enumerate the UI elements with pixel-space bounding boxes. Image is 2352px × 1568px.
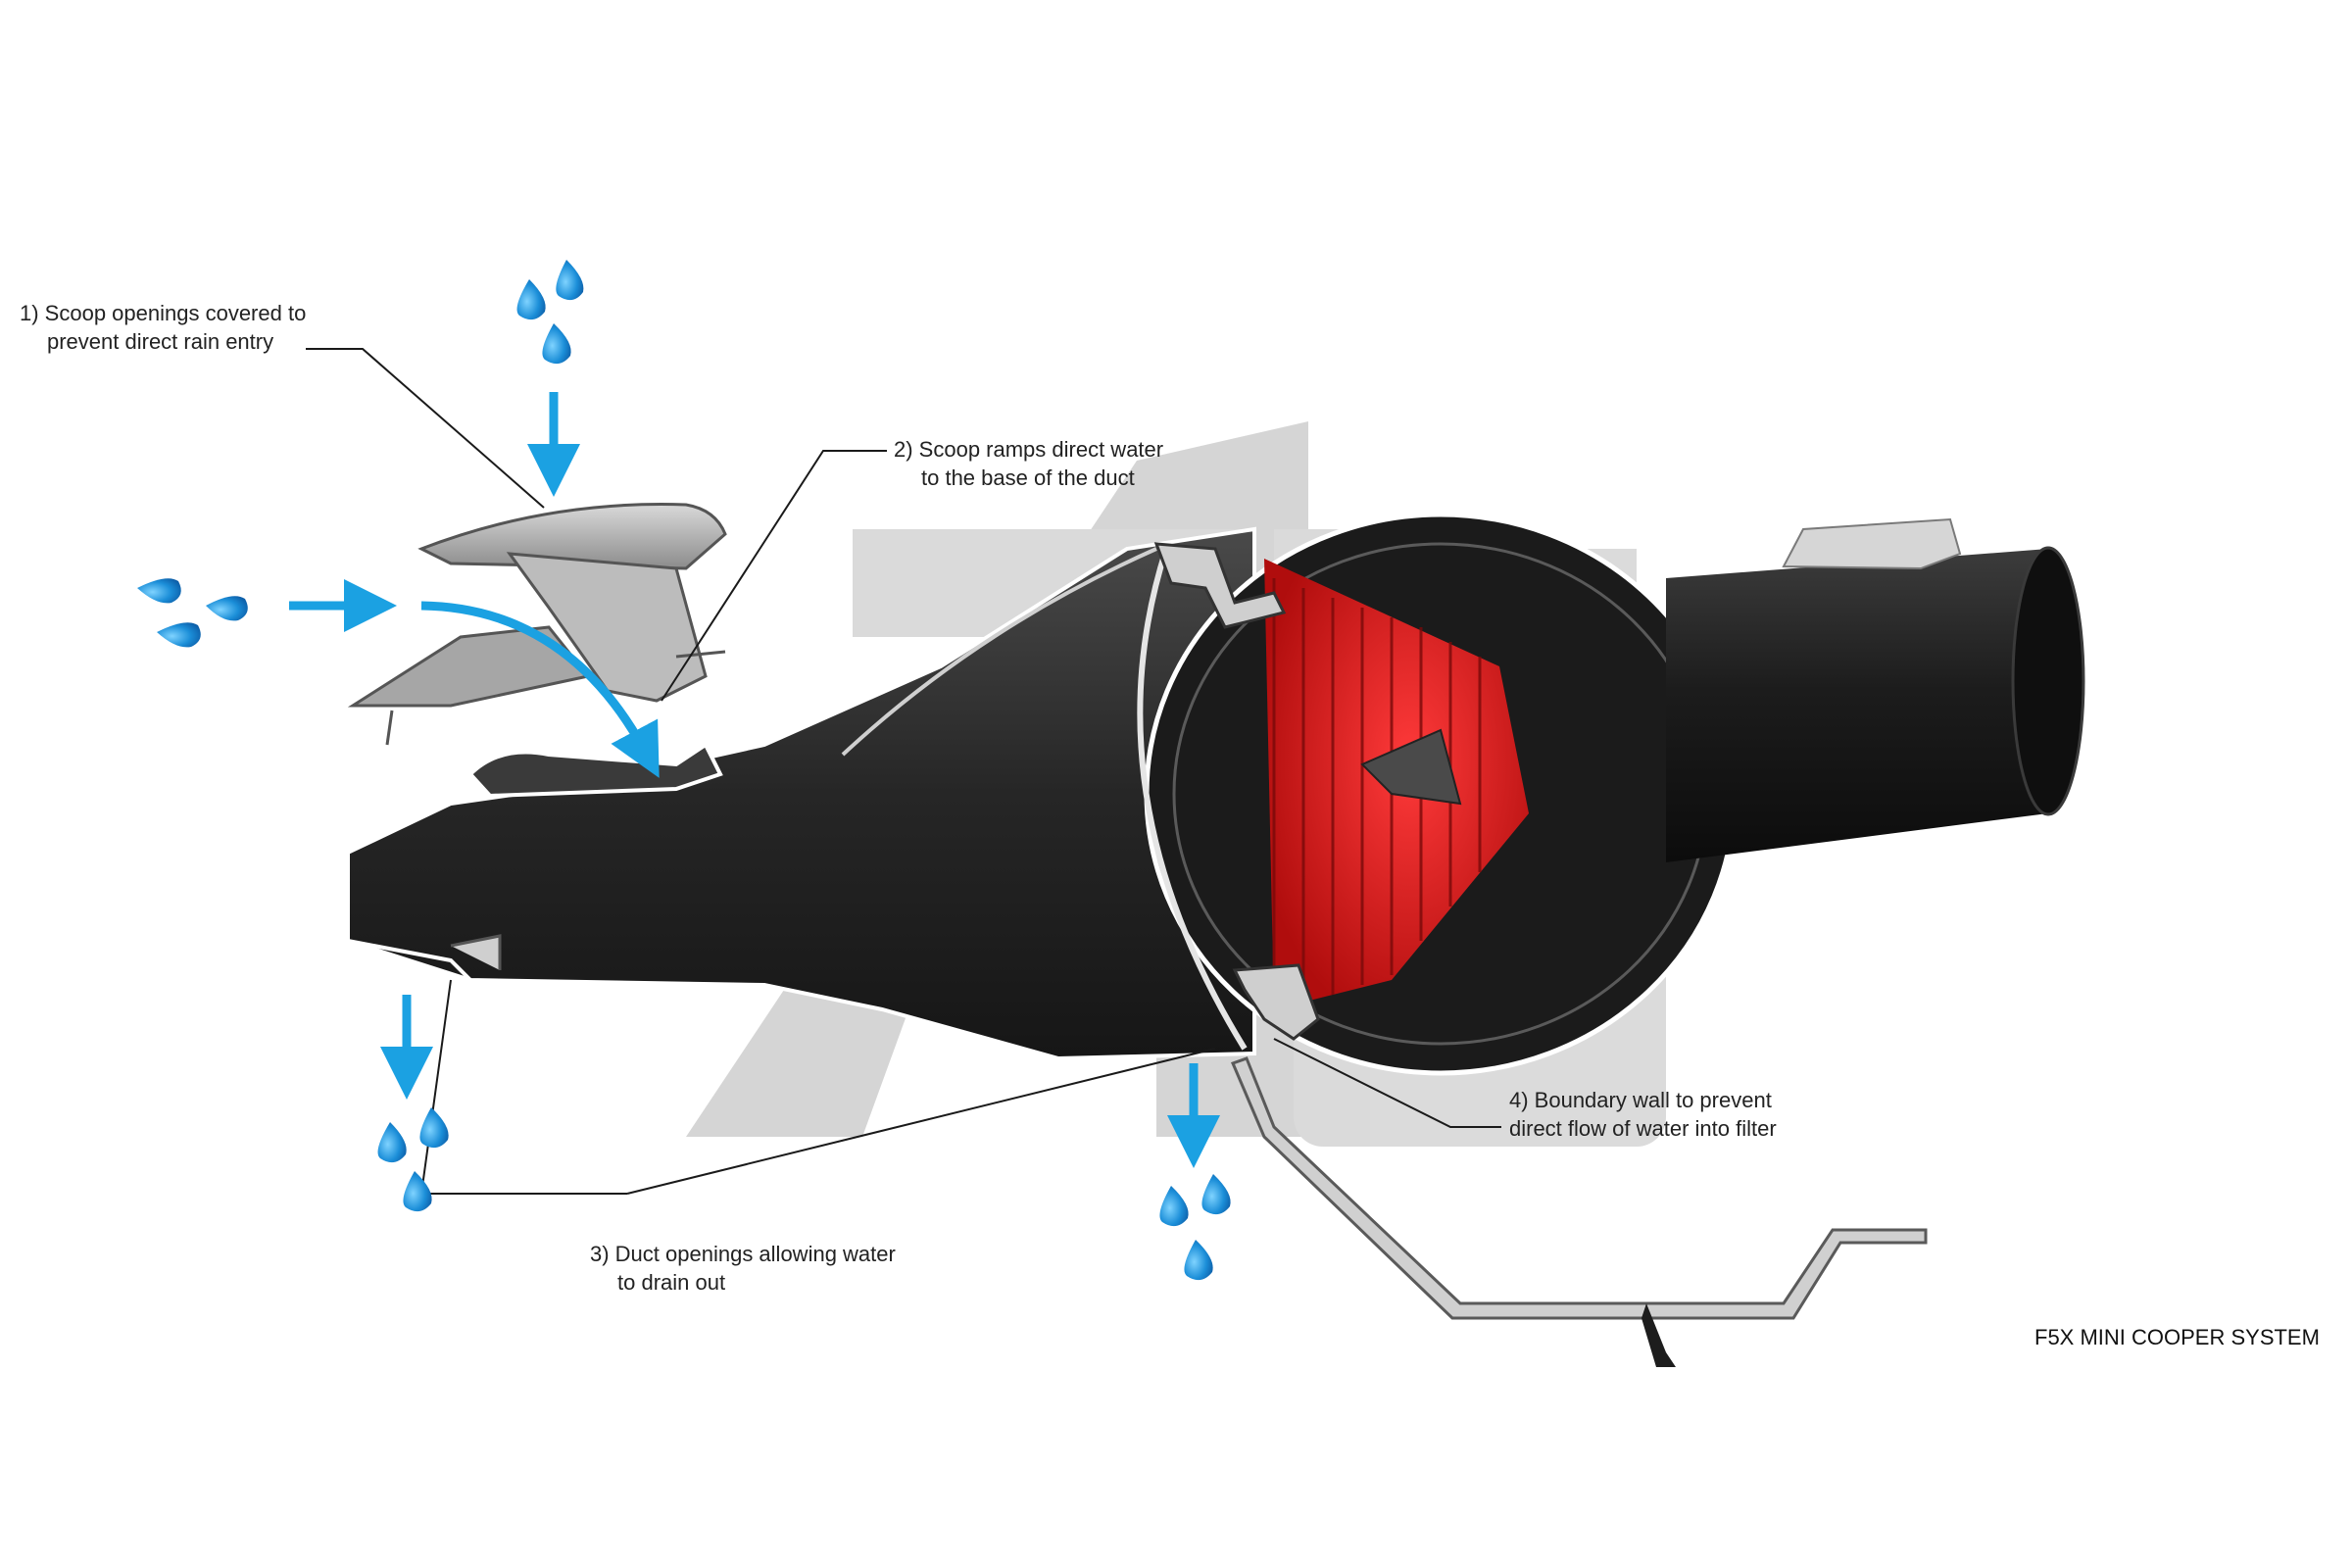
outlet-tube	[1666, 517, 2085, 862]
intake-duct	[346, 526, 1256, 1061]
droplet-icon	[1159, 1186, 1189, 1227]
water-droplets-bottom-center	[1159, 1174, 1231, 1281]
callout-4-line-1: 4) Boundary wall to prevent	[1509, 1088, 1772, 1112]
water-droplets-top	[516, 260, 584, 365]
callout-1-line-2: prevent direct rain entry	[47, 329, 274, 354]
droplet-icon	[516, 279, 546, 320]
leader-line-3a	[419, 979, 627, 1195]
droplet-icon	[157, 622, 201, 648]
callout-2-line-1: 2) Scoop ramps direct water	[894, 437, 1164, 462]
water-droplets-left	[137, 578, 248, 648]
leader-line-3b	[626, 1048, 1216, 1195]
callout-boundary-wall: 4) Boundary wall to prevent direct flow …	[1509, 1086, 1777, 1143]
water-droplets-bottom-left	[377, 1107, 449, 1212]
callout-3-line-2: to drain out	[617, 1270, 726, 1295]
droplet-icon	[1201, 1174, 1231, 1215]
callout-1-line-1: 1) Scoop openings covered to	[20, 301, 307, 325]
mounting-bracket	[1230, 1056, 1928, 1367]
leader-line-2	[661, 450, 887, 702]
cone-filter	[1264, 559, 1529, 1009]
arrow-curve-ramp	[420, 601, 660, 778]
boundary-wall-clips	[1153, 542, 1320, 1041]
leader-lines	[306, 348, 1501, 1195]
callout-3-line-1: 3) Duct openings allowing water	[590, 1242, 896, 1266]
leader-line-1	[306, 348, 545, 509]
callout-duct-openings: 3) Duct openings allowing water to drain…	[590, 1240, 896, 1297]
droplet-icon	[377, 1122, 407, 1163]
droplet-icon	[137, 578, 181, 604]
droplet-icon	[556, 260, 584, 301]
callout-scoop-openings: 1) Scoop openings covered to prevent dir…	[20, 299, 306, 356]
leader-line-4	[1273, 1038, 1501, 1128]
droplet-icon	[1184, 1240, 1213, 1281]
callout-scoop-ramps: 2) Scoop ramps direct water to the base …	[894, 435, 1163, 492]
system-label: F5X MINI COOPER SYSTEM	[2034, 1325, 2320, 1349]
droplet-icon	[542, 323, 571, 365]
callout-4-line-2: direct flow of water into filter	[1509, 1116, 1777, 1141]
droplet-icon	[206, 596, 248, 621]
scoop-cover	[347, 503, 727, 746]
droplet-icon	[419, 1107, 449, 1149]
droplet-icon	[403, 1171, 432, 1212]
water-arrows	[289, 392, 1220, 1168]
callout-2-line-2: to the base of the duct	[921, 466, 1135, 490]
